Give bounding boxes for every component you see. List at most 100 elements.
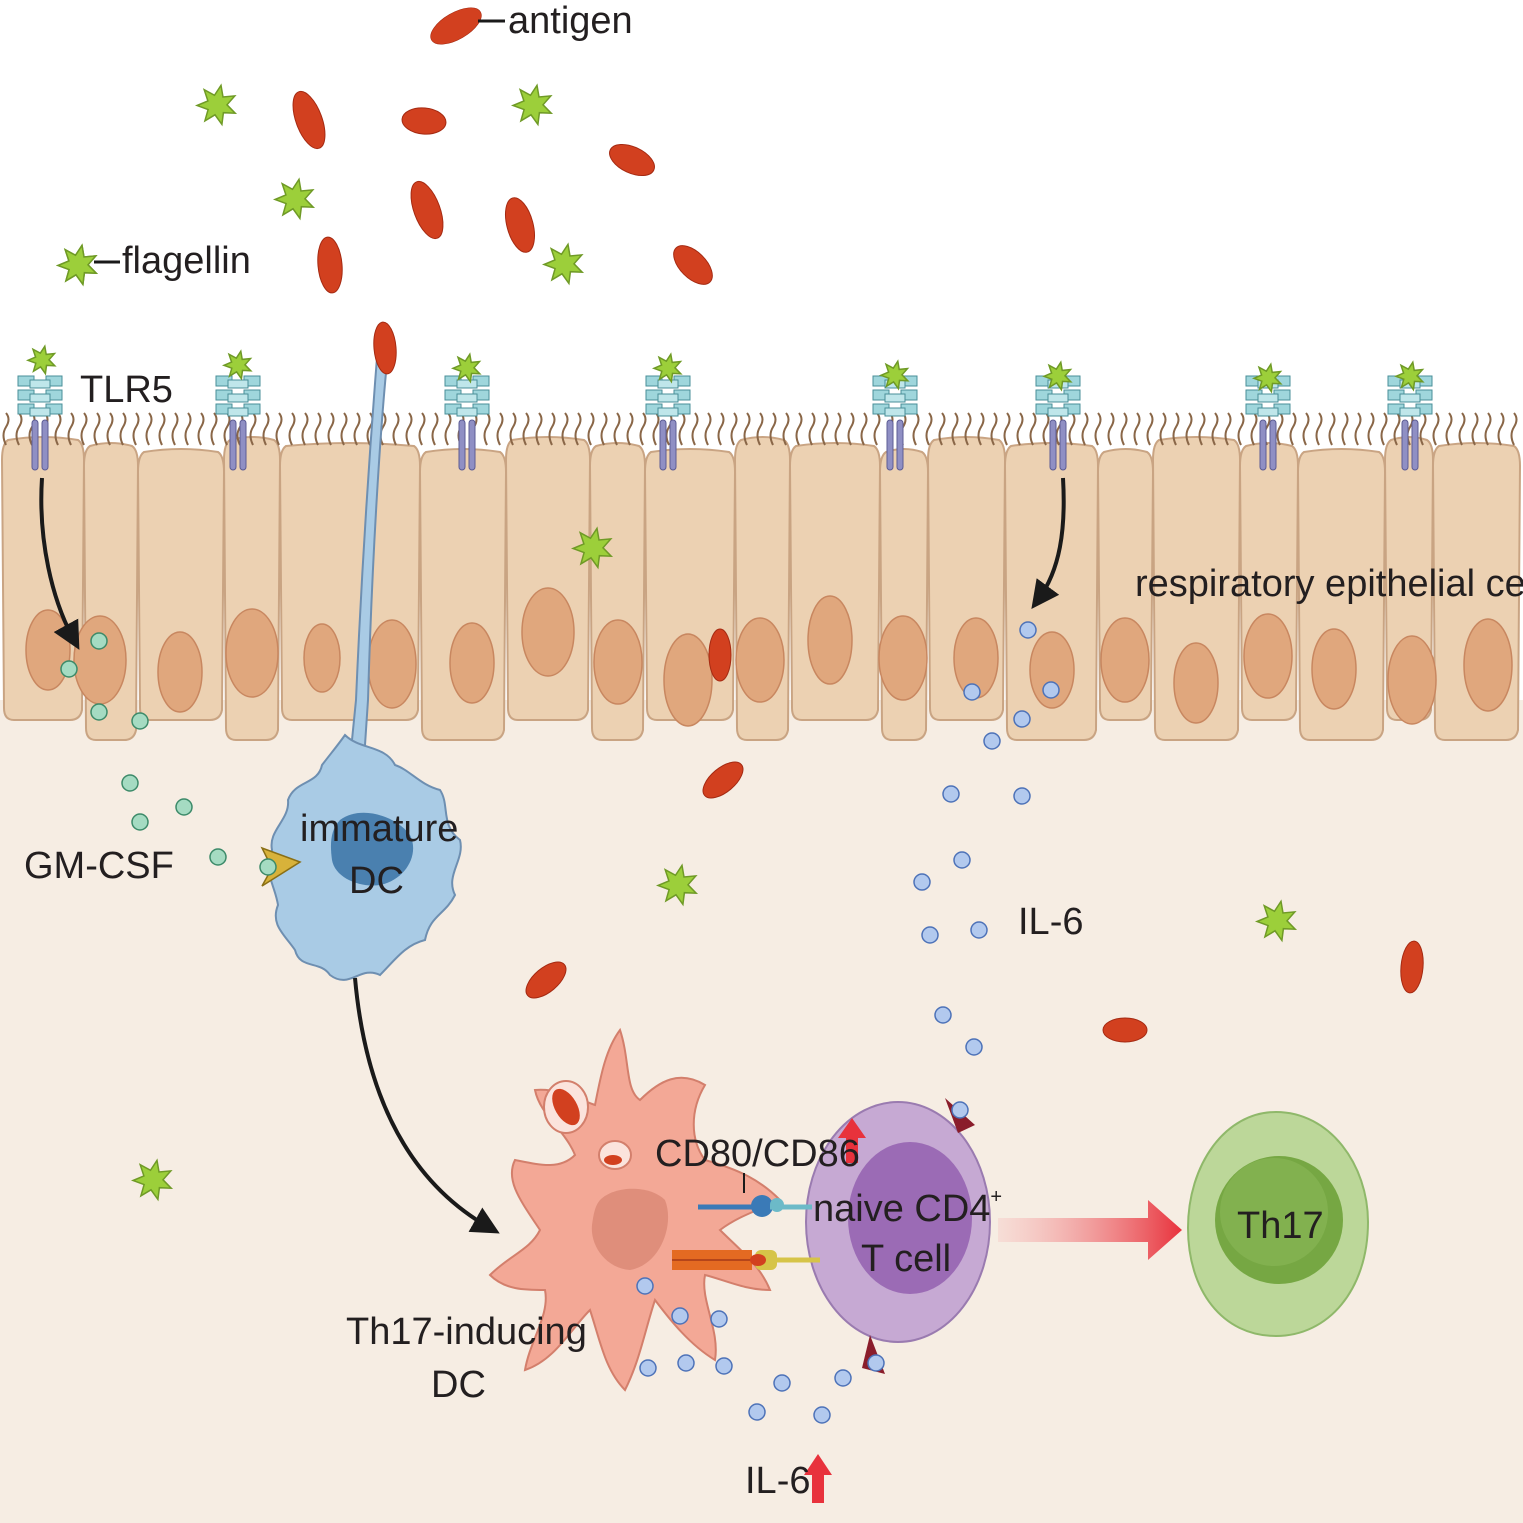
cilium [249, 412, 257, 446]
antigen-icon [1400, 940, 1424, 994]
cilium [418, 412, 426, 446]
gmcsf-particle-icon [175, 798, 193, 816]
cilium [1237, 412, 1245, 446]
epithelial-nucleus [73, 615, 127, 705]
cilium [15, 412, 23, 446]
cilium [1133, 412, 1141, 446]
cilium [314, 412, 322, 446]
il6-particle-icon [1013, 710, 1031, 728]
cilium [1419, 412, 1427, 446]
th17-dc-vacuole-antigen [604, 1155, 622, 1165]
tlr5-receptors [17, 375, 1433, 471]
flagellin-icon [655, 863, 699, 907]
cilium [1328, 412, 1336, 446]
cilium [730, 412, 738, 446]
gmcsf-particle-icon [121, 774, 139, 792]
il6-particle-icon [834, 1369, 852, 1387]
differentiation-arrow [998, 1200, 1182, 1260]
flagellin-icon [541, 242, 585, 286]
tlr5-receptor-icon [1035, 375, 1081, 471]
cilium [769, 412, 777, 446]
cilium [1315, 412, 1323, 446]
epithelial-nucleus [663, 633, 713, 727]
il6-particle-icon [1019, 621, 1037, 639]
cilium [743, 412, 751, 446]
cilium [353, 412, 361, 446]
cilium [301, 412, 309, 446]
cilium [1484, 412, 1492, 446]
antigen-icon [317, 236, 343, 294]
epithelial-nucleus [1173, 642, 1219, 724]
cilium [990, 412, 998, 446]
naive-cd4-t-cell-label-line1: naive CD4+ [813, 1186, 1003, 1230]
il6-particle-icon [710, 1310, 728, 1328]
cilium [951, 412, 959, 446]
gmcsf-label: GM-CSF [24, 845, 174, 887]
cilium [327, 412, 335, 446]
cilium [873, 412, 881, 446]
flagellin-icon [25, 344, 57, 376]
cilium [717, 412, 725, 446]
flagellin-icon [1393, 360, 1425, 392]
cilium [522, 412, 530, 446]
cilium [652, 412, 660, 446]
cilium [847, 412, 855, 446]
cilium [1445, 412, 1453, 446]
cilium [340, 412, 348, 446]
flagellin-icon [570, 526, 614, 570]
cilium [1120, 412, 1128, 446]
th17-nucleus-inner [1220, 1158, 1328, 1266]
epithelial-nucleus [1243, 613, 1293, 699]
increase-arrow-icon [804, 1454, 832, 1503]
cilium [67, 412, 75, 446]
antigen-icon [410, 180, 444, 240]
cilium [821, 412, 829, 446]
epithelial-nucleus [878, 615, 928, 701]
flagellin-icon [221, 349, 253, 381]
epithelial-nucleus [1311, 628, 1357, 710]
cilium [1341, 412, 1349, 446]
epithelial-nucleus [157, 631, 203, 713]
il6-particles [636, 621, 1060, 1424]
flagellin-icon [450, 352, 482, 384]
cilium [613, 412, 621, 446]
epithelial-cell [136, 448, 226, 721]
epithelial-nucleus [807, 595, 853, 685]
cilium [1250, 412, 1258, 446]
il6-particle-icon [867, 1354, 885, 1372]
cilium [782, 412, 790, 446]
flagellin-icon [1251, 362, 1283, 394]
cilium [262, 412, 270, 446]
il6-particle-icon [983, 732, 1001, 750]
th17-dc-nucleus [591, 1188, 669, 1270]
cilium [158, 412, 166, 446]
flagellin-icon [1254, 899, 1298, 943]
il6-particle-icon [677, 1354, 695, 1372]
cilium [1172, 412, 1180, 446]
il6-particle-icon [921, 926, 939, 944]
cilium [938, 412, 946, 446]
cilium [1471, 412, 1479, 446]
epithelial-nucleus [367, 619, 417, 709]
il6-particle-icon [951, 1101, 969, 1119]
cilium [925, 412, 933, 446]
il6-particle-icon [913, 873, 931, 891]
epithelial-nucleus [449, 622, 495, 704]
tlr5-receptor-icon [17, 375, 63, 471]
cilium [795, 412, 803, 446]
cilium [600, 412, 608, 446]
dc-maturation-arrow [353, 977, 500, 1234]
cilium [106, 412, 114, 446]
cilium [483, 412, 491, 446]
cilium [639, 412, 647, 446]
cilium [1042, 412, 1050, 446]
cilium [2, 412, 10, 446]
gmcsf-particles [60, 632, 277, 876]
cilium [587, 412, 595, 446]
il6-particle-icon [1013, 787, 1031, 805]
epithelial-nucleus [225, 608, 279, 698]
epithelial-nuclei [25, 587, 1513, 727]
tlr5-receptor-icon [1245, 375, 1291, 471]
cilium [145, 412, 153, 446]
